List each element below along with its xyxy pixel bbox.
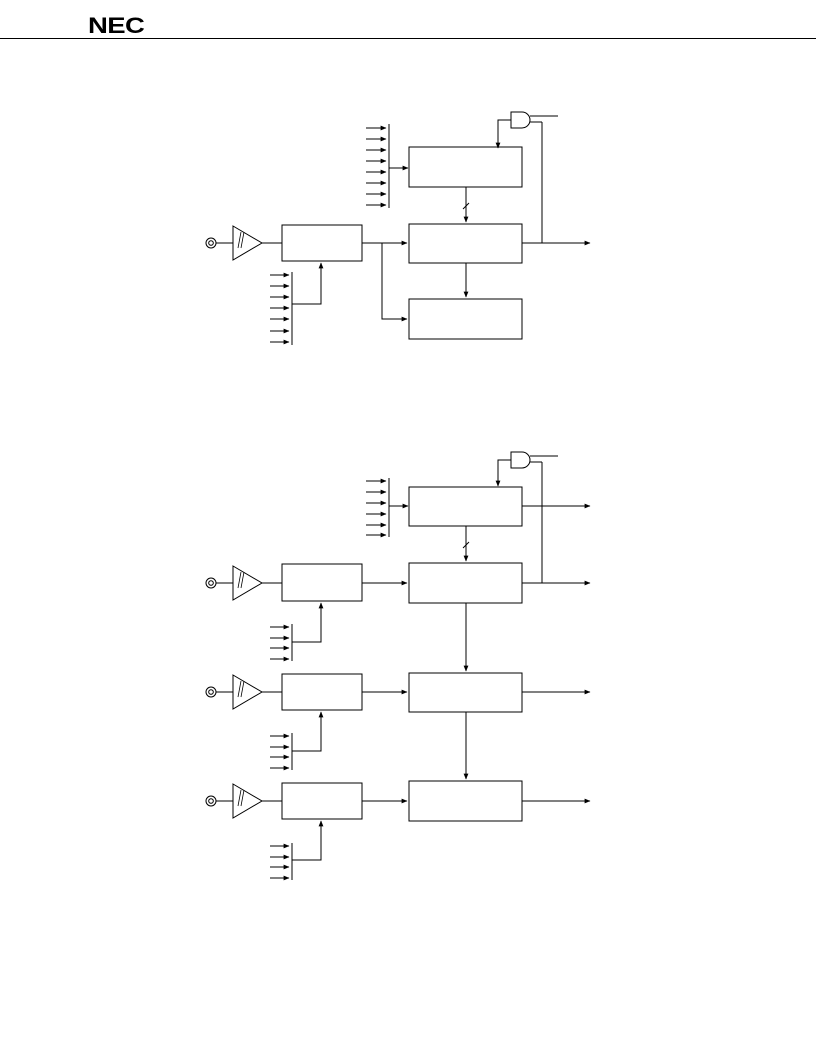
input-pin-icon <box>205 686 217 698</box>
diagram-2 <box>205 451 591 881</box>
counter-block-0 <box>408 562 523 604</box>
nec-logo: NEC <box>88 13 145 38</box>
edge-detector-block-2 <box>281 782 363 820</box>
register-block-top <box>408 486 523 527</box>
timer-counter-block <box>408 223 523 264</box>
input-pin-icon <box>205 577 217 589</box>
bus-width-slash-icon <box>462 541 470 549</box>
counter-block-2 <box>408 780 523 822</box>
schmitt-trigger-buffer-icon <box>232 674 263 710</box>
and-gate-output <box>495 119 511 149</box>
input-pin-icon <box>205 795 217 807</box>
counter-block-1 <box>408 672 523 713</box>
header-divider <box>0 38 816 39</box>
and-gate-icon <box>510 451 531 469</box>
schmitt-trigger-buffer-icon <box>232 783 263 819</box>
schmitt-trigger-buffer-icon <box>232 565 263 601</box>
capture-register-block <box>408 298 523 340</box>
diagram-1 <box>205 111 591 345</box>
register-block-top <box>408 146 523 188</box>
and-gate-icon <box>510 111 531 129</box>
edge-detector-block-1 <box>281 673 363 711</box>
schmitt-trigger-buffer-icon <box>232 225 263 261</box>
edge-detector-block-0 <box>281 563 363 602</box>
input-pin-icon <box>205 237 217 249</box>
edge-detector-block <box>281 224 363 262</box>
bus-width-slash-icon <box>462 202 470 210</box>
